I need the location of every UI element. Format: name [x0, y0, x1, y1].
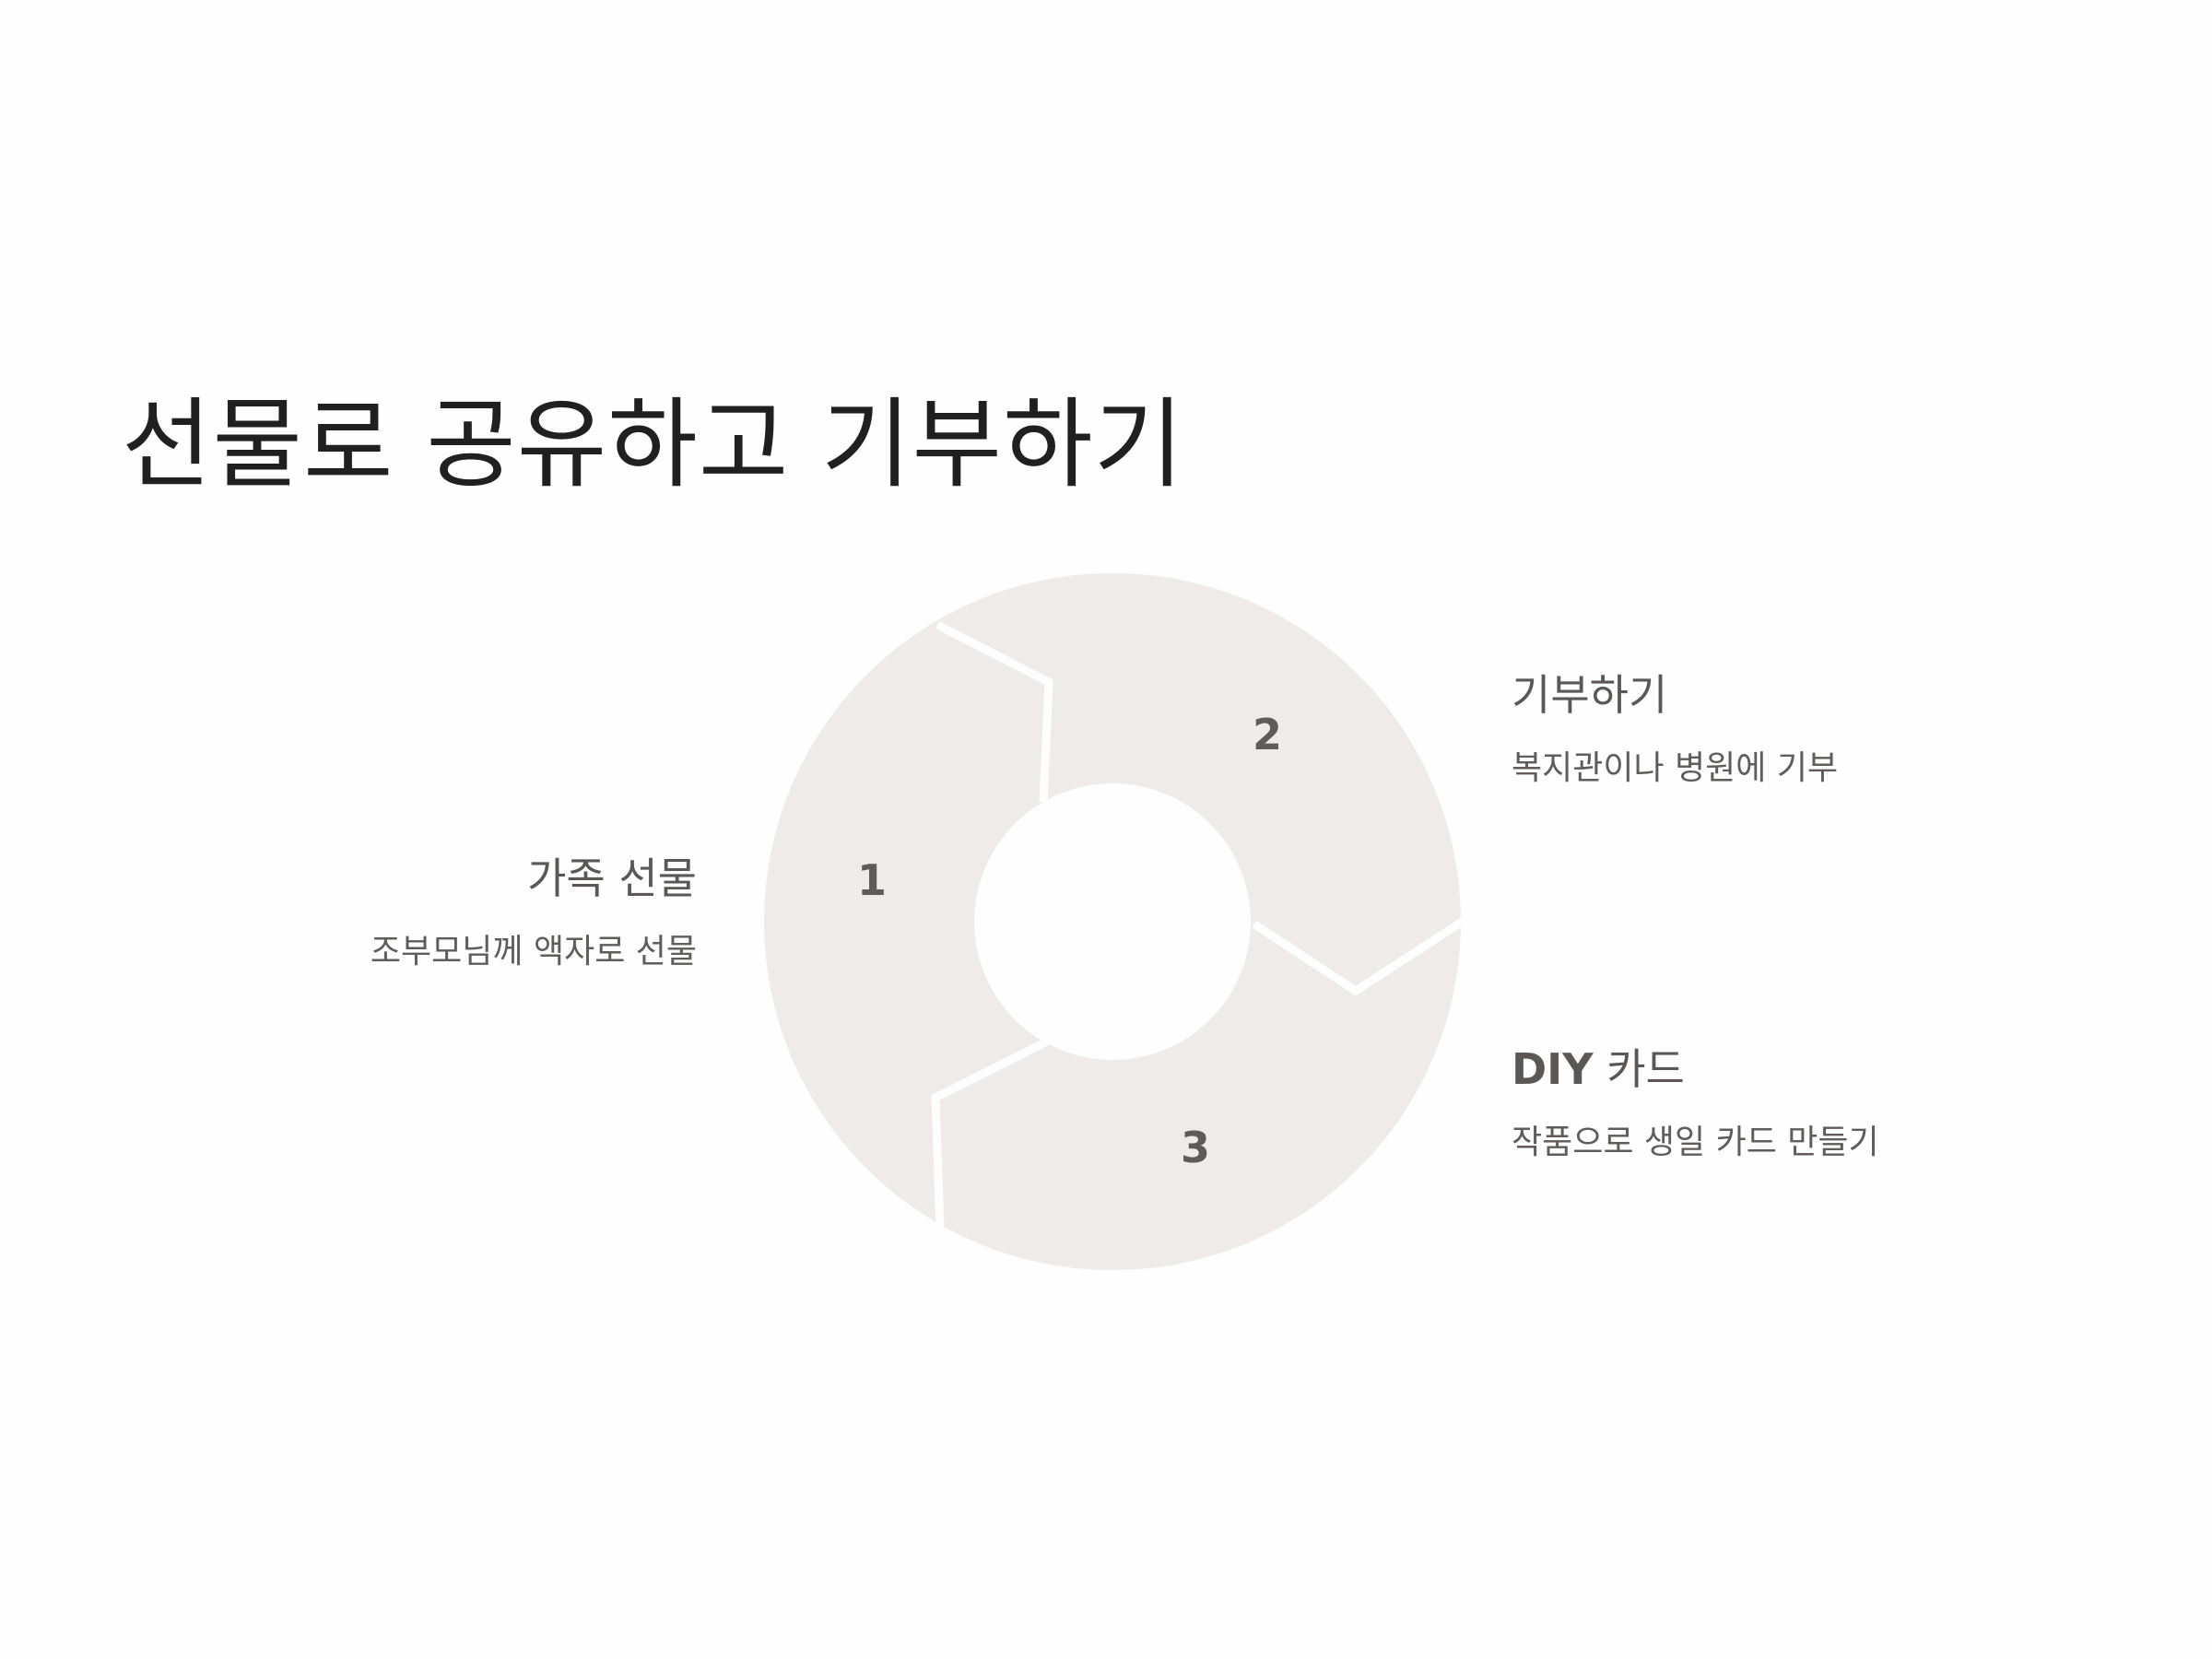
- cycle-ring: [763, 572, 1462, 1271]
- step-numbers: 1 2 3: [857, 710, 1282, 1172]
- step-number-1: 1: [857, 855, 887, 905]
- step-description-1: 조부모님께 액자로 선물: [370, 933, 697, 971]
- step-title-3: DIY 카드: [1512, 1044, 1685, 1094]
- step-label-2: 기부하기 복지관이나 병원에 기부: [1512, 670, 1838, 788]
- step-label-1: 가족 선물 조부모님께 액자로 선물: [371, 853, 697, 971]
- step-description-3: 작품으로 생일 카드 만들기: [1512, 1124, 1879, 1162]
- slide-title: 선물로 공유하고 기부하기: [122, 388, 1185, 501]
- step-label-3: DIY 카드 작품으로 생일 카드 만들기: [1512, 1044, 1879, 1162]
- separator-3-1: [931, 1037, 1050, 1230]
- step-number-3: 3: [1181, 1123, 1210, 1172]
- step-number-2: 2: [1253, 710, 1282, 759]
- step-title-2: 기부하기: [1512, 670, 1668, 720]
- cycle-segments: [763, 572, 1462, 1271]
- segment-separators: [931, 620, 1469, 1230]
- separator-2-3: [1252, 915, 1469, 996]
- separator-1-2: [935, 620, 1053, 803]
- step-title-3-lead: DIY: [1512, 1044, 1594, 1094]
- step-description-2: 복지관이나 병원에 기부: [1512, 749, 1839, 788]
- step-title-1: 가족 선물: [527, 853, 697, 903]
